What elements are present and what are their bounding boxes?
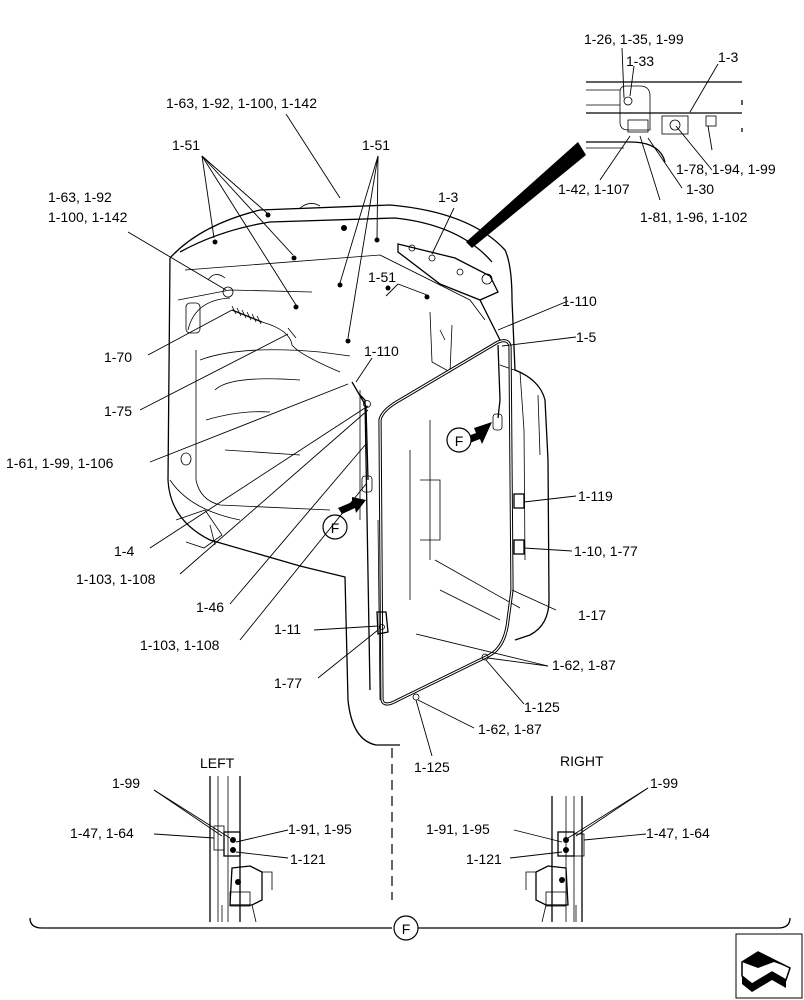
callout: 1-17	[578, 607, 606, 623]
hinge-bracket	[397, 243, 501, 341]
callout: 1-62, 1-87	[478, 721, 542, 737]
door-latches	[376, 493, 525, 635]
callout: 1-42, 1-107	[558, 181, 630, 197]
detail-callout: 1-121	[466, 851, 502, 867]
leader-lines	[127, 47, 719, 757]
callout-labels: 1-26, 1-35, 1-99 1-33 1-3 1-63, 1-92, 1-…	[6, 31, 776, 775]
detail-callout: 1-91, 1-95	[288, 821, 352, 837]
view-marker-label: F	[455, 433, 464, 449]
wiring-harness	[207, 274, 341, 373]
door-seal	[378, 339, 514, 706]
view-marker-frame: F	[322, 514, 348, 540]
callout: 1-100, 1-142	[48, 209, 128, 225]
detail-left: LEFT 1-99 1-47, 1-64 1-91, 1-95 1-121	[70, 755, 352, 923]
detail-callout: 1-91, 1-95	[426, 821, 490, 837]
callout: 1-3	[718, 49, 738, 65]
view-marker-label: F	[331, 520, 340, 536]
cab-frame	[167, 204, 550, 746]
callout: 1-78, 1-94, 1-99	[676, 161, 776, 177]
roof-bolts	[212, 203, 430, 344]
callout: 1-51	[172, 137, 200, 153]
callout: 1-77	[274, 675, 302, 691]
callout: 1-46	[196, 599, 224, 615]
detail-callout: 1-47, 1-64	[70, 825, 134, 841]
callout: 1-63, 1-92	[48, 189, 112, 205]
detail-right: RIGHT 1-99 1-91, 1-95 1-47, 1-64 1-121	[426, 753, 710, 923]
callout: 1-33	[626, 53, 654, 69]
callout: 1-75	[104, 403, 132, 419]
gas-strut	[351, 344, 503, 493]
callout: 1-125	[524, 699, 560, 715]
callout: 1-10, 1-77	[574, 543, 638, 559]
view-marker-label: F	[402, 921, 411, 937]
detail-callout: 1-47, 1-64	[646, 825, 710, 841]
detail-callout: 1-99	[650, 775, 678, 791]
callout: 1-61, 1-99, 1-106	[6, 455, 114, 471]
callout: 1-119	[578, 488, 613, 504]
callout: 1-4	[114, 543, 134, 559]
callout: 1-81, 1-96, 1-102	[640, 209, 748, 225]
callout: 1-103, 1-108	[140, 637, 220, 653]
callout: 1-103, 1-108	[76, 571, 156, 587]
detail-callout: 1-99	[112, 775, 140, 791]
callout: 1-3	[438, 189, 458, 205]
callout: 1-110	[364, 343, 399, 359]
view-f-bracket: F	[29, 915, 791, 941]
callout: 1-51	[368, 269, 396, 285]
callout: 1-125	[414, 759, 450, 775]
callout: 1-51	[362, 137, 390, 153]
callout: 1-5	[576, 329, 596, 345]
detail-pointer-wedge	[466, 142, 586, 248]
callout: 1-11	[274, 621, 301, 637]
callout: 1-63, 1-92, 1-100, 1-142	[166, 95, 317, 111]
detail-title: LEFT	[200, 755, 235, 771]
callout: 1-62, 1-87	[552, 657, 616, 673]
detail-title: RIGHT	[560, 753, 604, 769]
detail-callout: 1-121	[290, 851, 326, 867]
callout: 1-26, 1-35, 1-99	[584, 31, 684, 47]
callout: 1-110	[562, 293, 597, 309]
callout: 1-30	[686, 181, 714, 197]
inset-detail-hinge	[586, 81, 743, 163]
callout: 1-70	[104, 349, 132, 365]
next-page-arrow-icon[interactable]	[735, 933, 803, 999]
view-marker-door: F	[446, 427, 472, 453]
